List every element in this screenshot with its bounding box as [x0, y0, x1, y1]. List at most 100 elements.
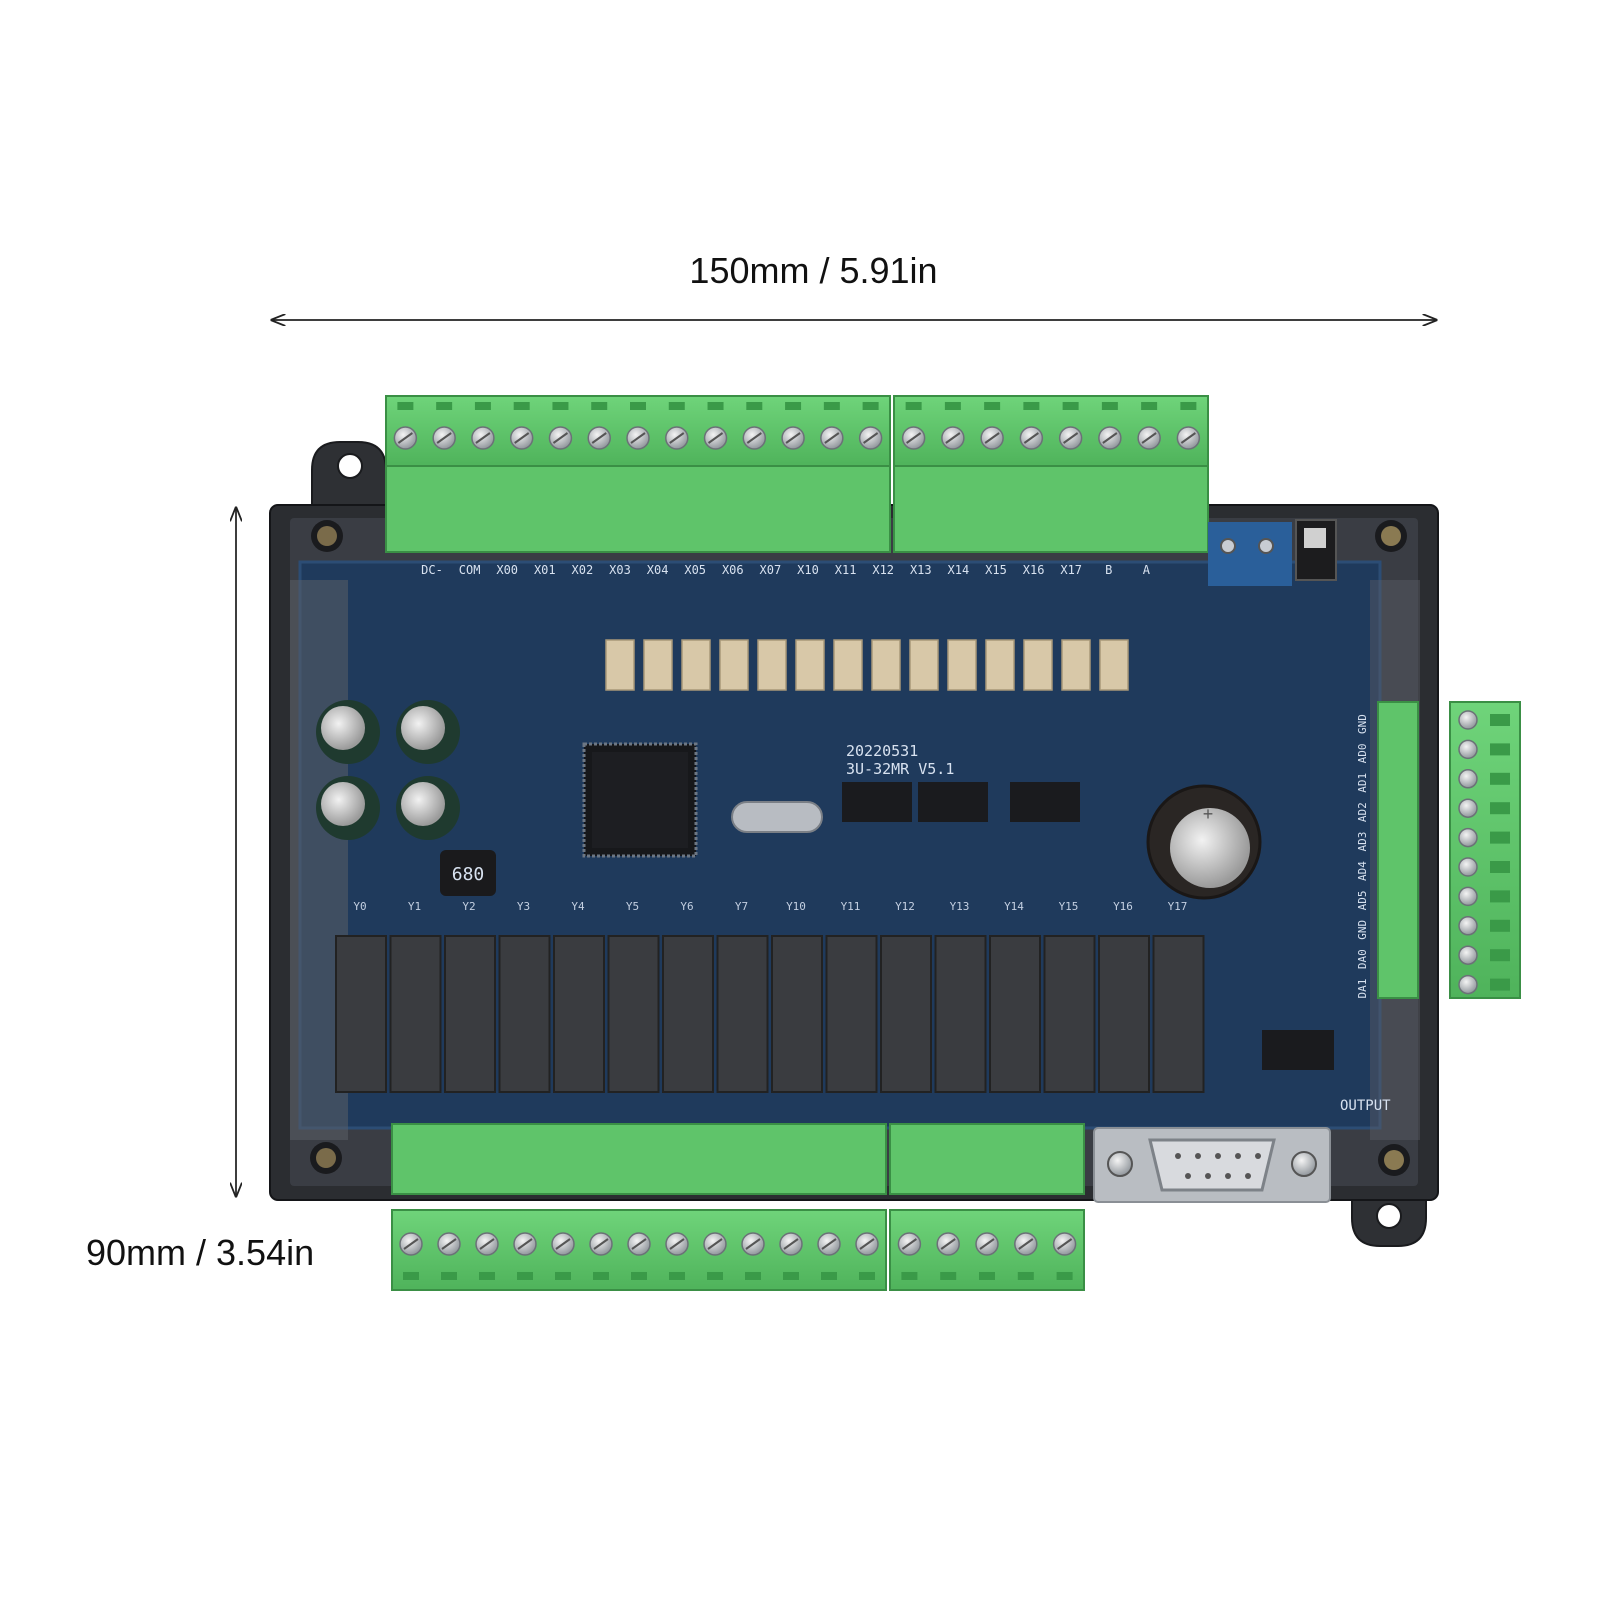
- screw-top-left: [311, 520, 343, 552]
- power-inductor: 680: [440, 850, 496, 896]
- relay: [335, 935, 387, 1093]
- output-pin-label: Y0: [353, 900, 366, 913]
- svg-text:+: +: [1203, 804, 1214, 824]
- terminal-screw: [1458, 739, 1478, 760]
- output-pin-label: Y11: [841, 900, 861, 913]
- relay: [989, 935, 1041, 1093]
- height-dimension-label: 90mm / 3.54in: [86, 1232, 315, 1273]
- relay: [825, 935, 878, 1093]
- analog-pin-label: AD3: [1356, 832, 1369, 852]
- output-pin-label: Y15: [1059, 900, 1079, 913]
- relay: [1152, 935, 1205, 1093]
- optocoupler: [947, 639, 977, 691]
- optocoupler: [833, 639, 863, 691]
- output-pin-label: Y5: [626, 900, 639, 913]
- terminal-screw: [1458, 916, 1478, 936]
- driver-ic-row: [842, 782, 1080, 822]
- analog-pin-label: DA0: [1356, 949, 1369, 969]
- optocoupler: [1099, 639, 1129, 691]
- input-pin-label: X15: [985, 563, 1007, 577]
- screw-bottom-left: [310, 1142, 342, 1174]
- input-pin-label: DC-: [421, 563, 443, 577]
- screw-bottom-right: [1378, 1144, 1410, 1176]
- optocoupler: [795, 639, 825, 691]
- output-pin-label: Y3: [517, 900, 530, 913]
- backup-battery: +: [1146, 784, 1262, 900]
- terminal-screw: [1458, 798, 1478, 818]
- analog-pin-label: AD1: [1356, 773, 1369, 793]
- analog-pin-label: GND: [1356, 714, 1369, 734]
- output-pin-label: Y4: [571, 900, 585, 913]
- input-pin-label: X14: [948, 563, 970, 577]
- db9-serial-port: [1093, 1127, 1331, 1203]
- input-pin-label: X13: [910, 563, 932, 577]
- terminal-screw: [1458, 974, 1478, 995]
- input-pin-label: X11: [835, 563, 857, 577]
- optocoupler: [757, 639, 787, 691]
- optocoupler: [681, 639, 711, 691]
- input-pin-label: A: [1143, 563, 1151, 577]
- optocoupler: [719, 639, 749, 691]
- output-pin-label: Y6: [680, 900, 693, 913]
- input-pin-label: X07: [760, 563, 782, 577]
- relay: [771, 935, 823, 1093]
- screw-top-right: [1375, 520, 1407, 552]
- output-pin-label: Y12: [895, 900, 915, 913]
- optocoupler: [643, 639, 673, 691]
- input-pin-label: COM: [459, 563, 481, 577]
- terminal-screw: [1458, 886, 1478, 907]
- output-pin-label: Y2: [462, 900, 475, 913]
- width-dimension-label: 150mm / 5.91in: [689, 250, 938, 291]
- input-pin-label: X00: [496, 563, 518, 577]
- terminal-screw: [1458, 857, 1478, 877]
- svg-text:680: 680: [452, 864, 485, 885]
- analog-pin-label: AD5: [1356, 890, 1369, 910]
- input-pin-label: X12: [872, 563, 894, 577]
- model-label: 3U-32MR V5.1: [846, 760, 954, 778]
- input-pin-labels: DC- COM X00 X01 X02 X03 X04 X05 X06 X07 X10 X11 X12 X…: [421, 563, 1275, 577]
- relay: [553, 935, 605, 1093]
- output-pin-label: Y1: [408, 900, 421, 913]
- input-pin-label: X05: [684, 563, 706, 577]
- input-pin-label: B: [1105, 563, 1112, 577]
- output-section-label: OUTPUT: [1340, 1098, 1391, 1114]
- electrolytic-capacitors: [316, 700, 460, 840]
- microcontroller-chip: [582, 742, 698, 858]
- output-pin-label: Y17: [1168, 900, 1188, 913]
- analog-pin-label: DA1: [1356, 979, 1369, 999]
- relay: [389, 935, 442, 1093]
- output-terminal-block: [391, 1123, 1085, 1291]
- input-pin-label: X17: [1060, 563, 1082, 577]
- output-pin-label: Y10: [786, 900, 806, 913]
- optocoupler: [909, 639, 939, 691]
- run-stop-switch: [1295, 519, 1337, 581]
- relay: [662, 935, 714, 1093]
- crystal-oscillator: [731, 801, 823, 833]
- input-pin-label: X16: [1023, 563, 1045, 577]
- analog-pin-label: AD2: [1356, 802, 1369, 822]
- relay: [1098, 935, 1150, 1093]
- terminal-screw: [1458, 945, 1478, 965]
- analog-pin-label: AD0: [1356, 743, 1369, 763]
- input-terminal-block: [385, 395, 1209, 553]
- optocoupler: [871, 639, 901, 691]
- relay: [716, 935, 769, 1093]
- input-pin-label: X03: [609, 563, 631, 577]
- input-pin-label: X02: [572, 563, 594, 577]
- analog-pin-label: AD4: [1356, 861, 1369, 881]
- input-pin-label: X10: [797, 563, 819, 577]
- output-pin-label: Y13: [950, 900, 970, 913]
- terminal-screw: [1458, 827, 1478, 848]
- optocoupler: [1023, 639, 1053, 691]
- relay: [607, 935, 660, 1093]
- terminal-screw: [1458, 769, 1478, 789]
- relay: [880, 935, 932, 1093]
- input-pin-label: X06: [722, 563, 744, 577]
- input-pin-label: X01: [534, 563, 556, 577]
- input-pin-label: X04: [647, 563, 669, 577]
- relay: [444, 935, 496, 1093]
- optocoupler: [985, 639, 1015, 691]
